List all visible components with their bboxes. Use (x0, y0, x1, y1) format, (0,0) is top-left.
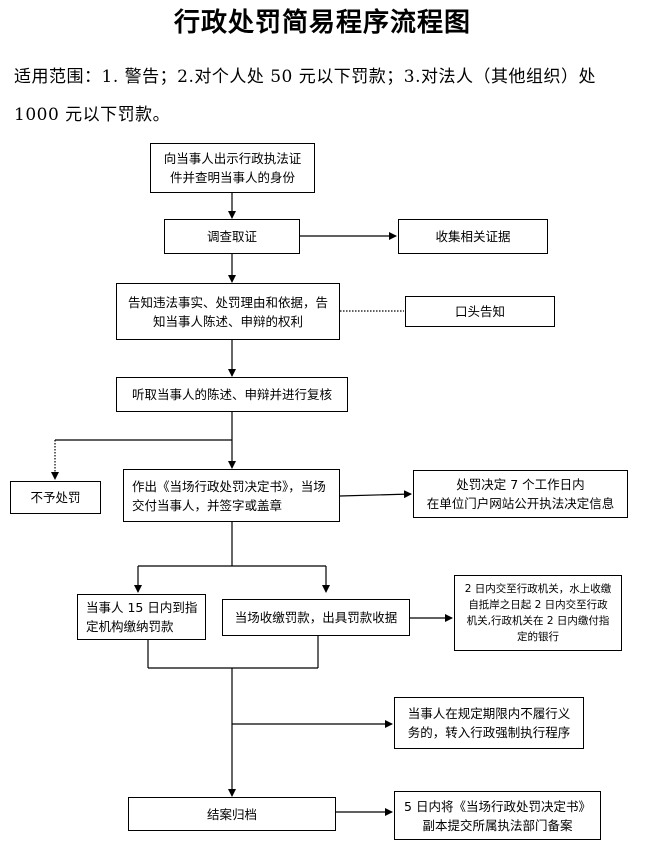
node-oral: 口头告知 (405, 296, 555, 327)
node-pay-onsite-label: 当场收缴罚款，出具罚款收据 (234, 610, 398, 625)
node-inform: 告知违法事实、处罚理由和依据，告 知当事人陈述、申辩的权利 (116, 283, 340, 340)
node-file-copy-label: 5 日内将《当场行政处罚决定书》 副本提交所属执法部门备案 (404, 798, 591, 833)
node-decision-label: 作出《当场行政处罚决定书》，当场 交付当事人，并签字或盖章 (132, 478, 326, 513)
node-archive: 结案归档 (128, 797, 336, 831)
node-decision: 作出《当场行政处罚决定书》，当场 交付当事人，并签字或盖章 (123, 469, 340, 522)
node-investigate-label: 调查取证 (206, 229, 257, 244)
node-publicize: 处罚决定 7 个工作日内 在单位门户网站公开执法决定信息 (413, 470, 628, 518)
node-pay-bank-label: 当事人 15 日内到指 定机构缴纳罚款 (86, 600, 198, 634)
node-show-id-label: 向当事人出示行政执法证 件并查明当事人的身份 (163, 151, 302, 185)
node-no-penalty-label: 不予处罚 (30, 490, 81, 505)
node-pay-bank: 当事人 15 日内到指 定机构缴纳罚款 (77, 594, 206, 640)
node-submit-fine-label: 2 日内交至行政机关，水上收缴 自抵岸之日起 2 日内交至行政 机关,行政机关在… (464, 583, 612, 643)
node-show-id: 向当事人出示行政执法证 件并查明当事人的身份 (150, 143, 315, 193)
node-no-penalty: 不予处罚 (10, 481, 101, 514)
edge-decision-publicize (339, 490, 412, 499)
page-title: 行政处罚简易程序流程图 (173, 8, 471, 38)
scope-text: 适用范围：1. 警告；2.对个人处 50 元以下罚款；3.对法人（其他组织）处 … (14, 67, 597, 125)
node-hear: 听取当事人的陈述、申辩并进行复核 (116, 377, 348, 412)
node-archive-label: 结案归档 (206, 806, 257, 822)
node-enforce: 当事人在规定期限内不履行义 务的，转入行政强制执行程序 (394, 697, 584, 749)
node-oral-label: 口头告知 (454, 304, 505, 319)
node-collect-label: 收集相关证据 (435, 229, 511, 244)
node-enforce-label: 当事人在规定期限内不履行义 务的，转入行政强制执行程序 (407, 706, 571, 740)
node-inform-label: 告知违法事实、处罚理由和依据，告 知当事人陈述、申辩的权利 (127, 294, 328, 329)
node-hear-label: 听取当事人的陈述、申辩并进行复核 (131, 387, 332, 402)
node-submit-fine: 2 日内交至行政机关，水上收缴 自抵岸之日起 2 日内交至行政 机关,行政机关在… (454, 575, 622, 651)
node-file-copy: 5 日内将《当场行政处罚决定书》 副本提交所属执法部门备案 (394, 791, 601, 840)
node-collect: 收集相关证据 (398, 219, 548, 254)
node-publicize-label: 处罚决定 7 个工作日内 在单位门户网站公开执法决定信息 (426, 477, 615, 511)
node-pay-onsite: 当场收缴罚款，出具罚款收据 (222, 599, 410, 636)
node-investigate: 调查取证 (164, 219, 300, 254)
